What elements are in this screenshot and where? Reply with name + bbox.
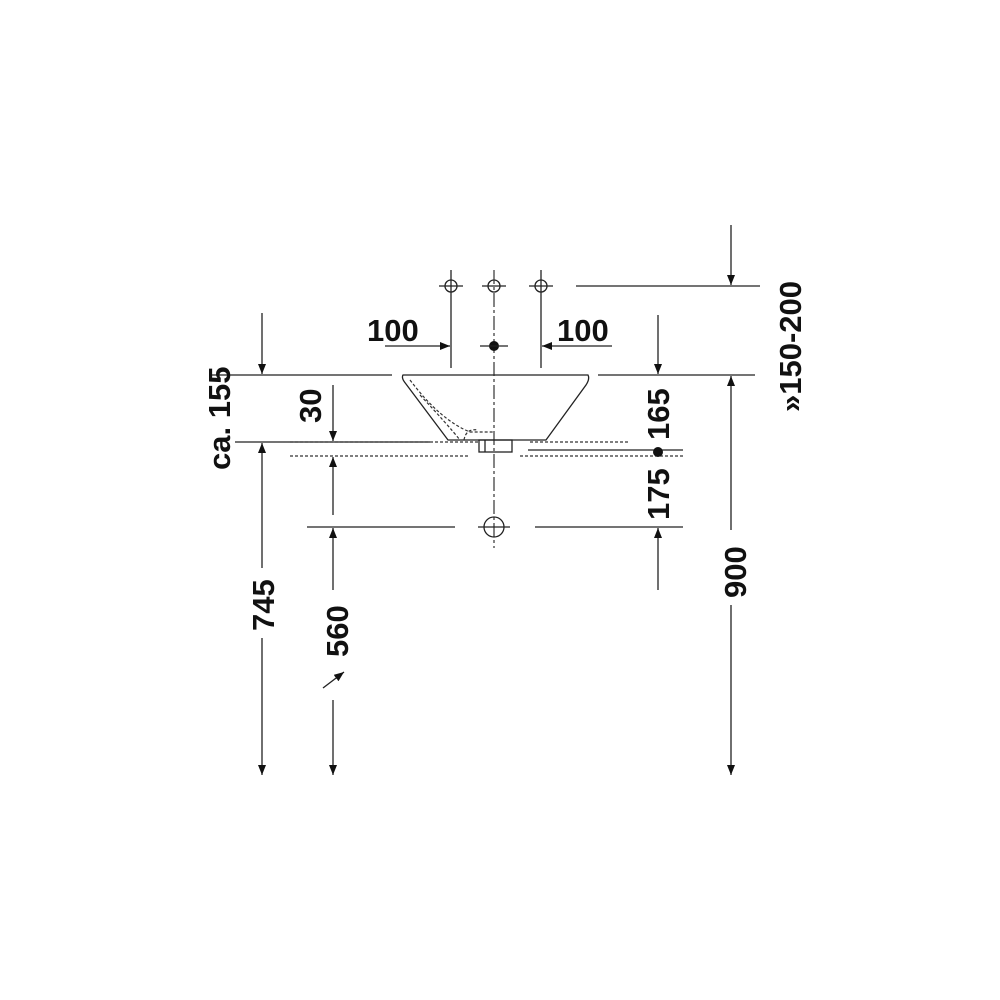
dim-basin-height: ca. 155 [202, 367, 237, 470]
dim-overflow-depth: 30 [293, 389, 328, 423]
dim-total-height: 900 [718, 546, 753, 598]
dim-tap-spacing-right: 100 [557, 313, 609, 348]
dim-tap-height: »150-200 [773, 281, 808, 412]
waste-outlet [478, 516, 510, 538]
dim-drain-height: 560 [320, 605, 355, 657]
basin-outline [401, 374, 590, 453]
approx-arrow-icon [322, 671, 345, 689]
dim-lower-offset: 175 [641, 468, 676, 520]
reference-dot [653, 447, 663, 457]
dim-upper-offset: 165 [641, 388, 676, 440]
dim-tap-spacing-left: 100 [367, 313, 419, 348]
tap-holes [439, 270, 553, 548]
reference-lines [210, 285, 760, 528]
dim-counter-height: 745 [246, 579, 281, 631]
